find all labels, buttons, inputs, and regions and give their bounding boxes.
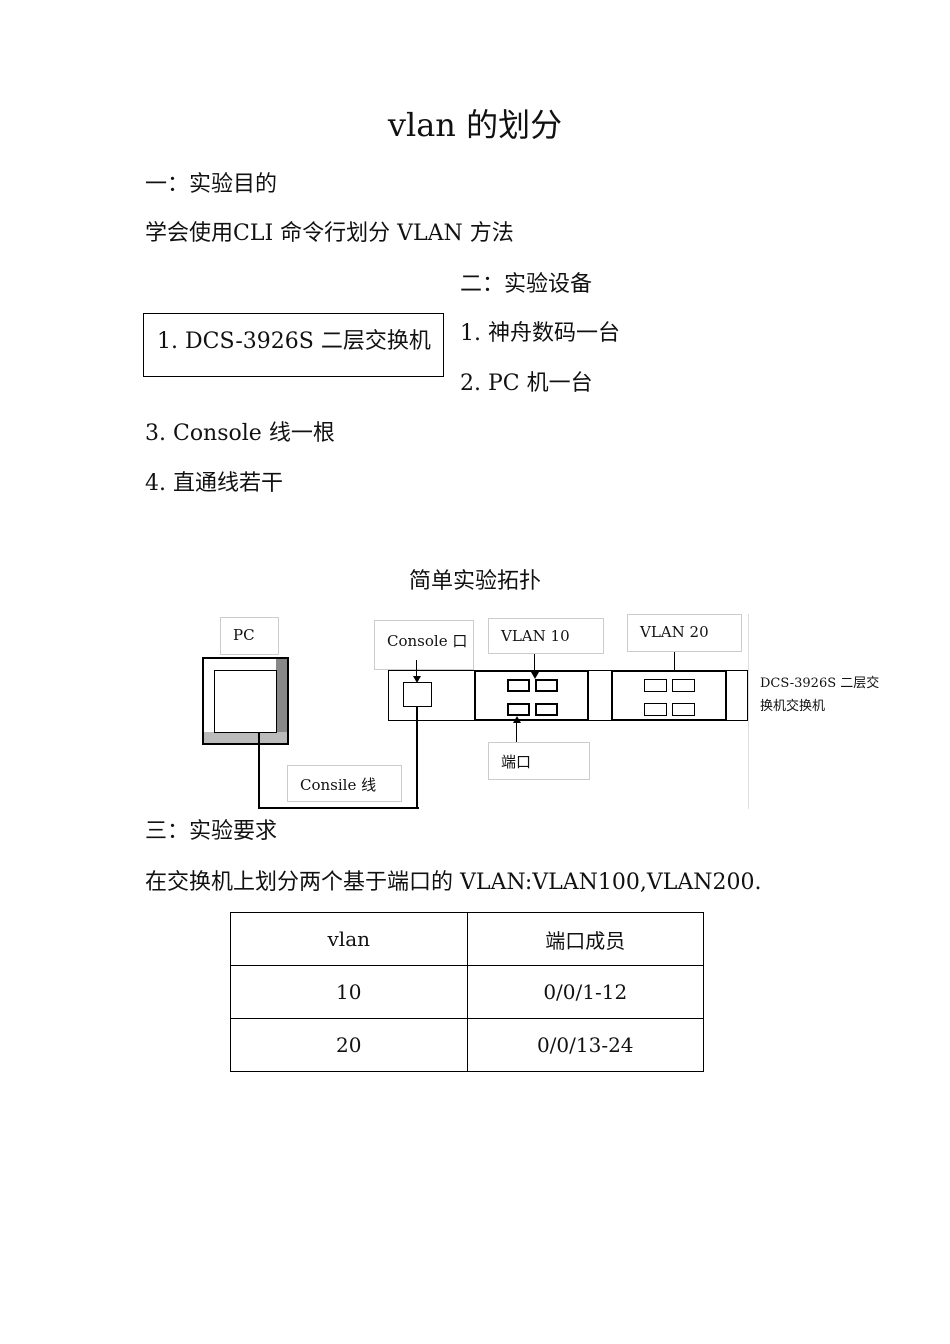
switch-label-line1: DCS-3926S 二层交 xyxy=(760,676,880,691)
vlan10-port-group xyxy=(474,670,589,721)
cable-line xyxy=(258,733,260,809)
switch-label-line2: 换机交换机 xyxy=(760,699,826,714)
diagram-title: 简单实验拓扑 xyxy=(408,569,541,594)
console-port-label: Console 口 xyxy=(374,620,474,670)
equipment-item: 1. 神舟数码一台 xyxy=(460,321,620,346)
vlan20-label: VLAN 20 xyxy=(627,614,742,652)
arrow-head xyxy=(513,716,521,723)
cable-line xyxy=(416,707,418,809)
equipment-item: 1. DCS-3926S 二层交换机 xyxy=(157,329,431,354)
vlan10-label: VLAN 10 xyxy=(488,618,604,654)
equipment-item: 2. PC 机一台 xyxy=(460,371,593,396)
equipment-item: 3. Console 线一根 xyxy=(145,421,335,446)
table-header: vlan xyxy=(230,912,468,966)
section-2-heading: 二：实验设备 xyxy=(460,272,593,297)
pc-label: PC xyxy=(220,617,279,655)
table-cell: 10 xyxy=(230,965,468,1019)
arrow-line xyxy=(416,660,417,678)
cable-line xyxy=(258,807,419,809)
console-port-icon xyxy=(403,682,432,707)
arrow-head xyxy=(413,676,421,683)
arrow-line xyxy=(534,654,535,674)
arrow-line xyxy=(516,722,517,742)
table-header: 端口成员 xyxy=(466,912,704,966)
section-3-text: 在交换机上划分两个基于端口的 VLAN:VLAN100,VLAN200. xyxy=(145,870,762,895)
table-cell: 20 xyxy=(230,1018,468,1072)
table-cell: 0/0/1-12 xyxy=(466,965,704,1019)
table-cell: 0/0/13-24 xyxy=(466,1018,704,1072)
vlan20-port-group xyxy=(611,670,727,721)
section-3-heading: 三：实验要求 xyxy=(145,819,278,844)
section-1-heading: 一：实验目的 xyxy=(145,172,278,197)
page-title: vlan 的划分 xyxy=(387,106,563,144)
equipment-item-box xyxy=(143,313,444,377)
pc-monitor-icon xyxy=(202,657,289,745)
section-1-text: 学会使用CLI 命令行划分 VLAN 方法 xyxy=(145,221,514,246)
diagram-edge xyxy=(748,614,749,809)
connector-line xyxy=(674,652,675,670)
arrow-head xyxy=(531,672,539,679)
equipment-item: 4. 直通线若干 xyxy=(145,471,283,496)
cable-label: Consile 线 xyxy=(287,765,402,802)
port-label: 端口 xyxy=(488,742,590,780)
